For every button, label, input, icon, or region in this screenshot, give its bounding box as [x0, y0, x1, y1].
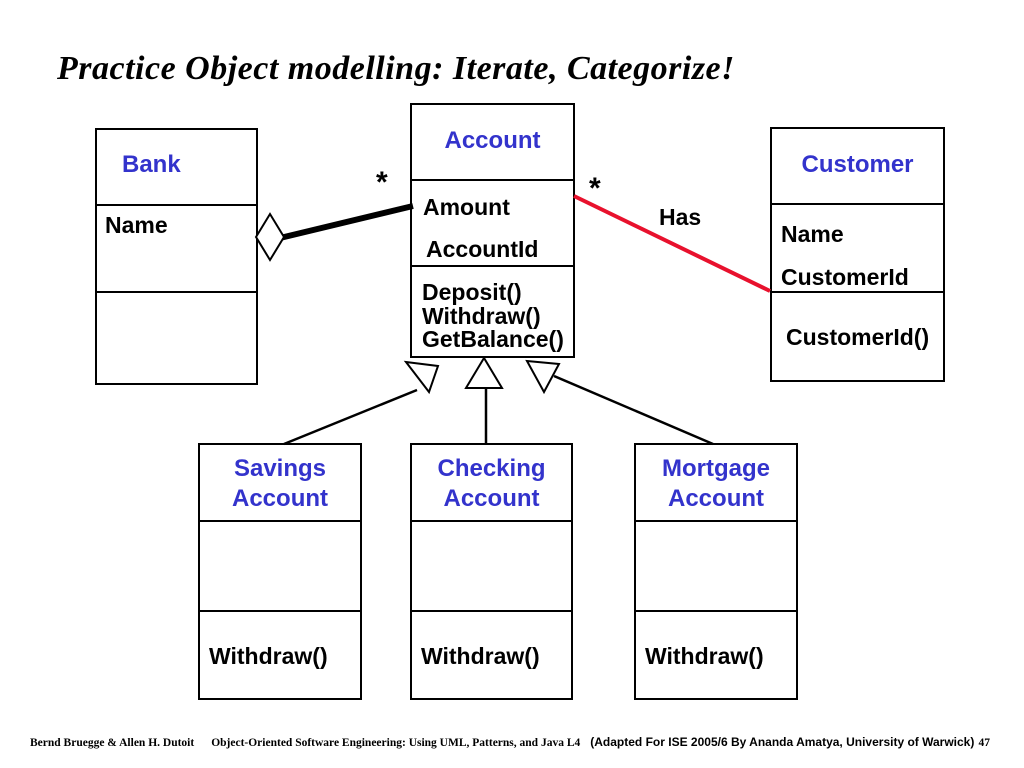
class-name-line: Savings: [233, 455, 327, 482]
uml-class-checking-account: Checking Account Withdraw(): [410, 443, 573, 700]
class-attributes-empty: [200, 520, 360, 610]
class-method: Withdraw(): [209, 643, 328, 669]
class-method: Withdraw(): [645, 643, 764, 669]
generalization-arrow-icon: [464, 356, 504, 389]
uml-class-mortgage-account: Mortgage Account Withdraw(): [634, 443, 798, 700]
uml-class-bank: Bank Name: [95, 128, 258, 385]
class-method: CustomerId(): [786, 324, 930, 350]
class-name: Bank: [122, 151, 181, 178]
slide-footer: Bernd Bruegge & Allen H. Dutoit Object-O…: [30, 735, 990, 749]
class-name: Checking Account: [412, 445, 571, 514]
class-method: Withdraw(): [421, 643, 540, 669]
class-name-line: Checking: [437, 455, 546, 482]
class-attributes-empty: [636, 520, 796, 610]
class-method: GetBalance(): [422, 326, 564, 352]
footer-adaptation: (Adapted For ISE 2005/6 By Ananda Amatya…: [590, 735, 975, 749]
class-method: Deposit(): [422, 279, 522, 305]
class-name: Savings Account: [200, 445, 360, 514]
class-name-line: Mortgage: [662, 455, 770, 482]
uml-class-account: Account Amount AccountId Deposit() Withd…: [410, 103, 575, 358]
class-attribute: Amount: [423, 194, 510, 220]
uml-class-savings-account: Savings Account Withdraw(): [198, 443, 362, 700]
aggregation-diamond-icon: [254, 212, 286, 262]
generalization-line-mortgage: [553, 374, 714, 446]
aggregation-line: [279, 203, 414, 241]
class-name: Mortgage Account: [636, 445, 796, 514]
multiplicity-star: *: [589, 172, 601, 205]
footer-page-number: 47: [978, 737, 991, 749]
class-name: Account: [444, 127, 541, 154]
footer-book: Object-Oriented Software Engineering: Us…: [211, 737, 581, 749]
uml-class-customer: Customer Name CustomerId CustomerId(): [770, 127, 945, 382]
class-name-line: Account: [232, 485, 328, 512]
class-attribute: Name: [781, 221, 844, 247]
slide-title: Practice Object modelling: Iterate, Cate…: [57, 50, 735, 87]
class-attribute: AccountId: [426, 236, 539, 262]
association-label: Has: [659, 204, 702, 230]
class-attributes-empty: [412, 520, 571, 610]
generalization-line-savings: [283, 388, 418, 446]
footer-authors: Bernd Bruegge & Allen H. Dutoit: [30, 737, 195, 749]
class-attribute: CustomerId: [781, 264, 909, 290]
class-name: Customer: [801, 151, 914, 178]
multiplicity-star: *: [376, 166, 388, 199]
class-attribute: Name: [105, 212, 168, 238]
class-name-line: Account: [443, 485, 540, 512]
generalization-arrow-icon: [525, 359, 561, 395]
class-methods-empty: [97, 291, 256, 383]
generalization-arrow-icon: [403, 360, 440, 395]
class-name-line: Account: [668, 485, 764, 512]
class-method: Withdraw(): [422, 302, 541, 329]
